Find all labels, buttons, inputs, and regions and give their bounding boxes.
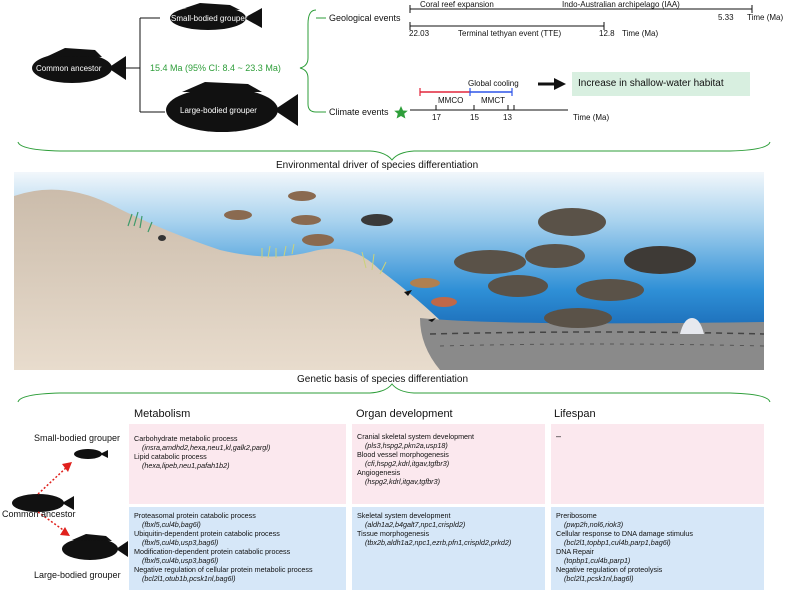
- genes: (pwp2h,nol6,riok3): [564, 520, 624, 529]
- mmct-label: MMCT: [481, 96, 505, 105]
- term: DNA Repair: [556, 547, 594, 556]
- bottom-large-silhouette: [62, 534, 128, 560]
- cell-large-organ: Skeletal system development (aldh1a2,b4g…: [352, 507, 545, 590]
- climate-tick-15: 15: [470, 113, 479, 122]
- tte-label: Terminal tethyan event (TTE): [458, 29, 562, 38]
- term: Tissue morphogenesis: [357, 529, 430, 538]
- genetic-title: Genetic basis of species differentiation: [297, 374, 469, 385]
- ocean-scene: [14, 172, 765, 370]
- term: Ubiquitin-dependent protein catabolic pr…: [134, 529, 280, 538]
- empty-marker: –: [556, 431, 562, 441]
- genes: (bcl2l1,otub1b,pcsk1nl,bag6l): [142, 574, 236, 583]
- climate-events-label: Climate events: [329, 107, 389, 117]
- cell-small-lifespan: –: [551, 424, 764, 504]
- geo-tick-22-03: 22.03: [409, 29, 430, 38]
- term: Skeletal system development: [357, 511, 451, 520]
- global-cooling-label: Global cooling: [468, 79, 519, 88]
- common-ancestor-silhouette: [32, 48, 126, 83]
- environmental-title: Environmental driver of species differen…: [276, 160, 479, 171]
- term: Negative regulation of proteolysis: [556, 565, 663, 574]
- genes: (hexa,lipeb,neu1,pafah1b2): [142, 461, 230, 470]
- term: Carbohydrate metabolic process: [134, 434, 238, 443]
- term: Angiogenesis: [357, 468, 401, 477]
- bottom-small-label: Small-bodied grouper: [34, 433, 121, 443]
- genes: (bcl2l1,pcsk1nl,bag6l): [564, 574, 634, 583]
- term: Cellular response to DNA damage stimulus: [556, 529, 694, 538]
- geo-time-unit-1: Time (Ma): [747, 13, 784, 22]
- header-metabolism: Metabolism: [134, 408, 191, 420]
- genes: (bcl2l1,topbp1,cul4b,parp1,bag6l): [564, 538, 671, 547]
- genes: (cfi,hspg2,kdrl,itgav,tgfbr3): [365, 459, 450, 468]
- genes: (pls3,hspg2,pkn2a,usp18): [365, 441, 448, 450]
- genes: (topbp1,cul4b,parp1): [564, 556, 631, 565]
- climate-tick-17: 17: [432, 113, 441, 122]
- genes: (fbxl5,cul4b,usp3,bag6l): [142, 556, 219, 565]
- small-grouper-silhouette: [170, 3, 262, 30]
- term: Lipid catabolic process: [134, 452, 207, 461]
- term: Modification-dependent protein catabolic…: [134, 547, 291, 556]
- common-ancestor-label: Common ancestor: [36, 64, 102, 73]
- cell-large-lifespan: Preribosome (pwp2h,nol6,riok3) Cellular …: [551, 507, 764, 590]
- bottom-common-label: Common ancestor: [2, 509, 76, 519]
- bottom-large-label: Large-bodied grouper: [34, 570, 121, 580]
- mmco-label: MMCO: [438, 96, 464, 105]
- cell-small-metabolism: Carbohydrate metabolic process (insra,am…: [129, 424, 346, 504]
- small-bodied-label: Small-bodied grouper: [171, 14, 248, 23]
- header-lifespan: Lifespan: [554, 408, 596, 420]
- geo-tick-12-8: 12.8: [599, 29, 615, 38]
- term: Preribosome: [556, 511, 597, 520]
- habitat-box: [572, 72, 750, 96]
- climate-time-unit: Time (Ma): [573, 113, 610, 122]
- geological-events-label: Geological events: [329, 13, 401, 23]
- habitat-text: Increase in shallow-water habitat: [578, 78, 724, 89]
- header-organ-development: Organ development: [356, 408, 453, 420]
- term: Blood vessel morphogenesis: [357, 450, 449, 459]
- genes: (tbx2b,aldh1a2,npc1,ezrb,pfn1,crispld2,p…: [365, 538, 512, 547]
- genes: (fbxl5,cul4b,usp3,bag6l): [142, 538, 219, 547]
- genes: (aldh1a2,b4galt7,npc1,crispld2): [365, 520, 466, 529]
- star-icon: [394, 106, 408, 119]
- term: Negative regulation of cellular protein …: [134, 565, 313, 574]
- divergence-time: 15.4 Ma (95% CI: 8.4 ~ 23.3 Ma): [150, 63, 281, 73]
- coral-reef-label: Coral reef expansion: [420, 0, 494, 9]
- large-grouper-silhouette: [166, 82, 298, 132]
- genes: (insra,amdhd2,hexa,neu1,kl,galk2,pargl): [142, 443, 271, 452]
- genes: (fbxl5,cul4b,bag6l): [142, 520, 201, 529]
- bottom-small-silhouette: [74, 449, 108, 459]
- climate-tick-13: 13: [503, 113, 512, 122]
- genes: (hspg2,kdrl,itgav,tgfbr3): [365, 477, 440, 486]
- geo-time-unit-2: Time (Ma): [622, 29, 659, 38]
- term: Proteasomal protein catabolic process: [134, 511, 256, 520]
- bottom-ancestor-silhouette: [12, 494, 74, 512]
- geo-tick-5-33: 5.33: [718, 13, 734, 22]
- cell-small-organ: Cranial skeletal system development (pls…: [352, 424, 545, 504]
- term: Cranial skeletal system development: [357, 432, 475, 441]
- large-bodied-label: Large-bodied grouper: [180, 106, 257, 115]
- cell-large-metabolism: Proteasomal protein catabolic process (f…: [129, 507, 346, 590]
- iaa-label: Indo-Australian archipelago (IAA): [562, 0, 680, 9]
